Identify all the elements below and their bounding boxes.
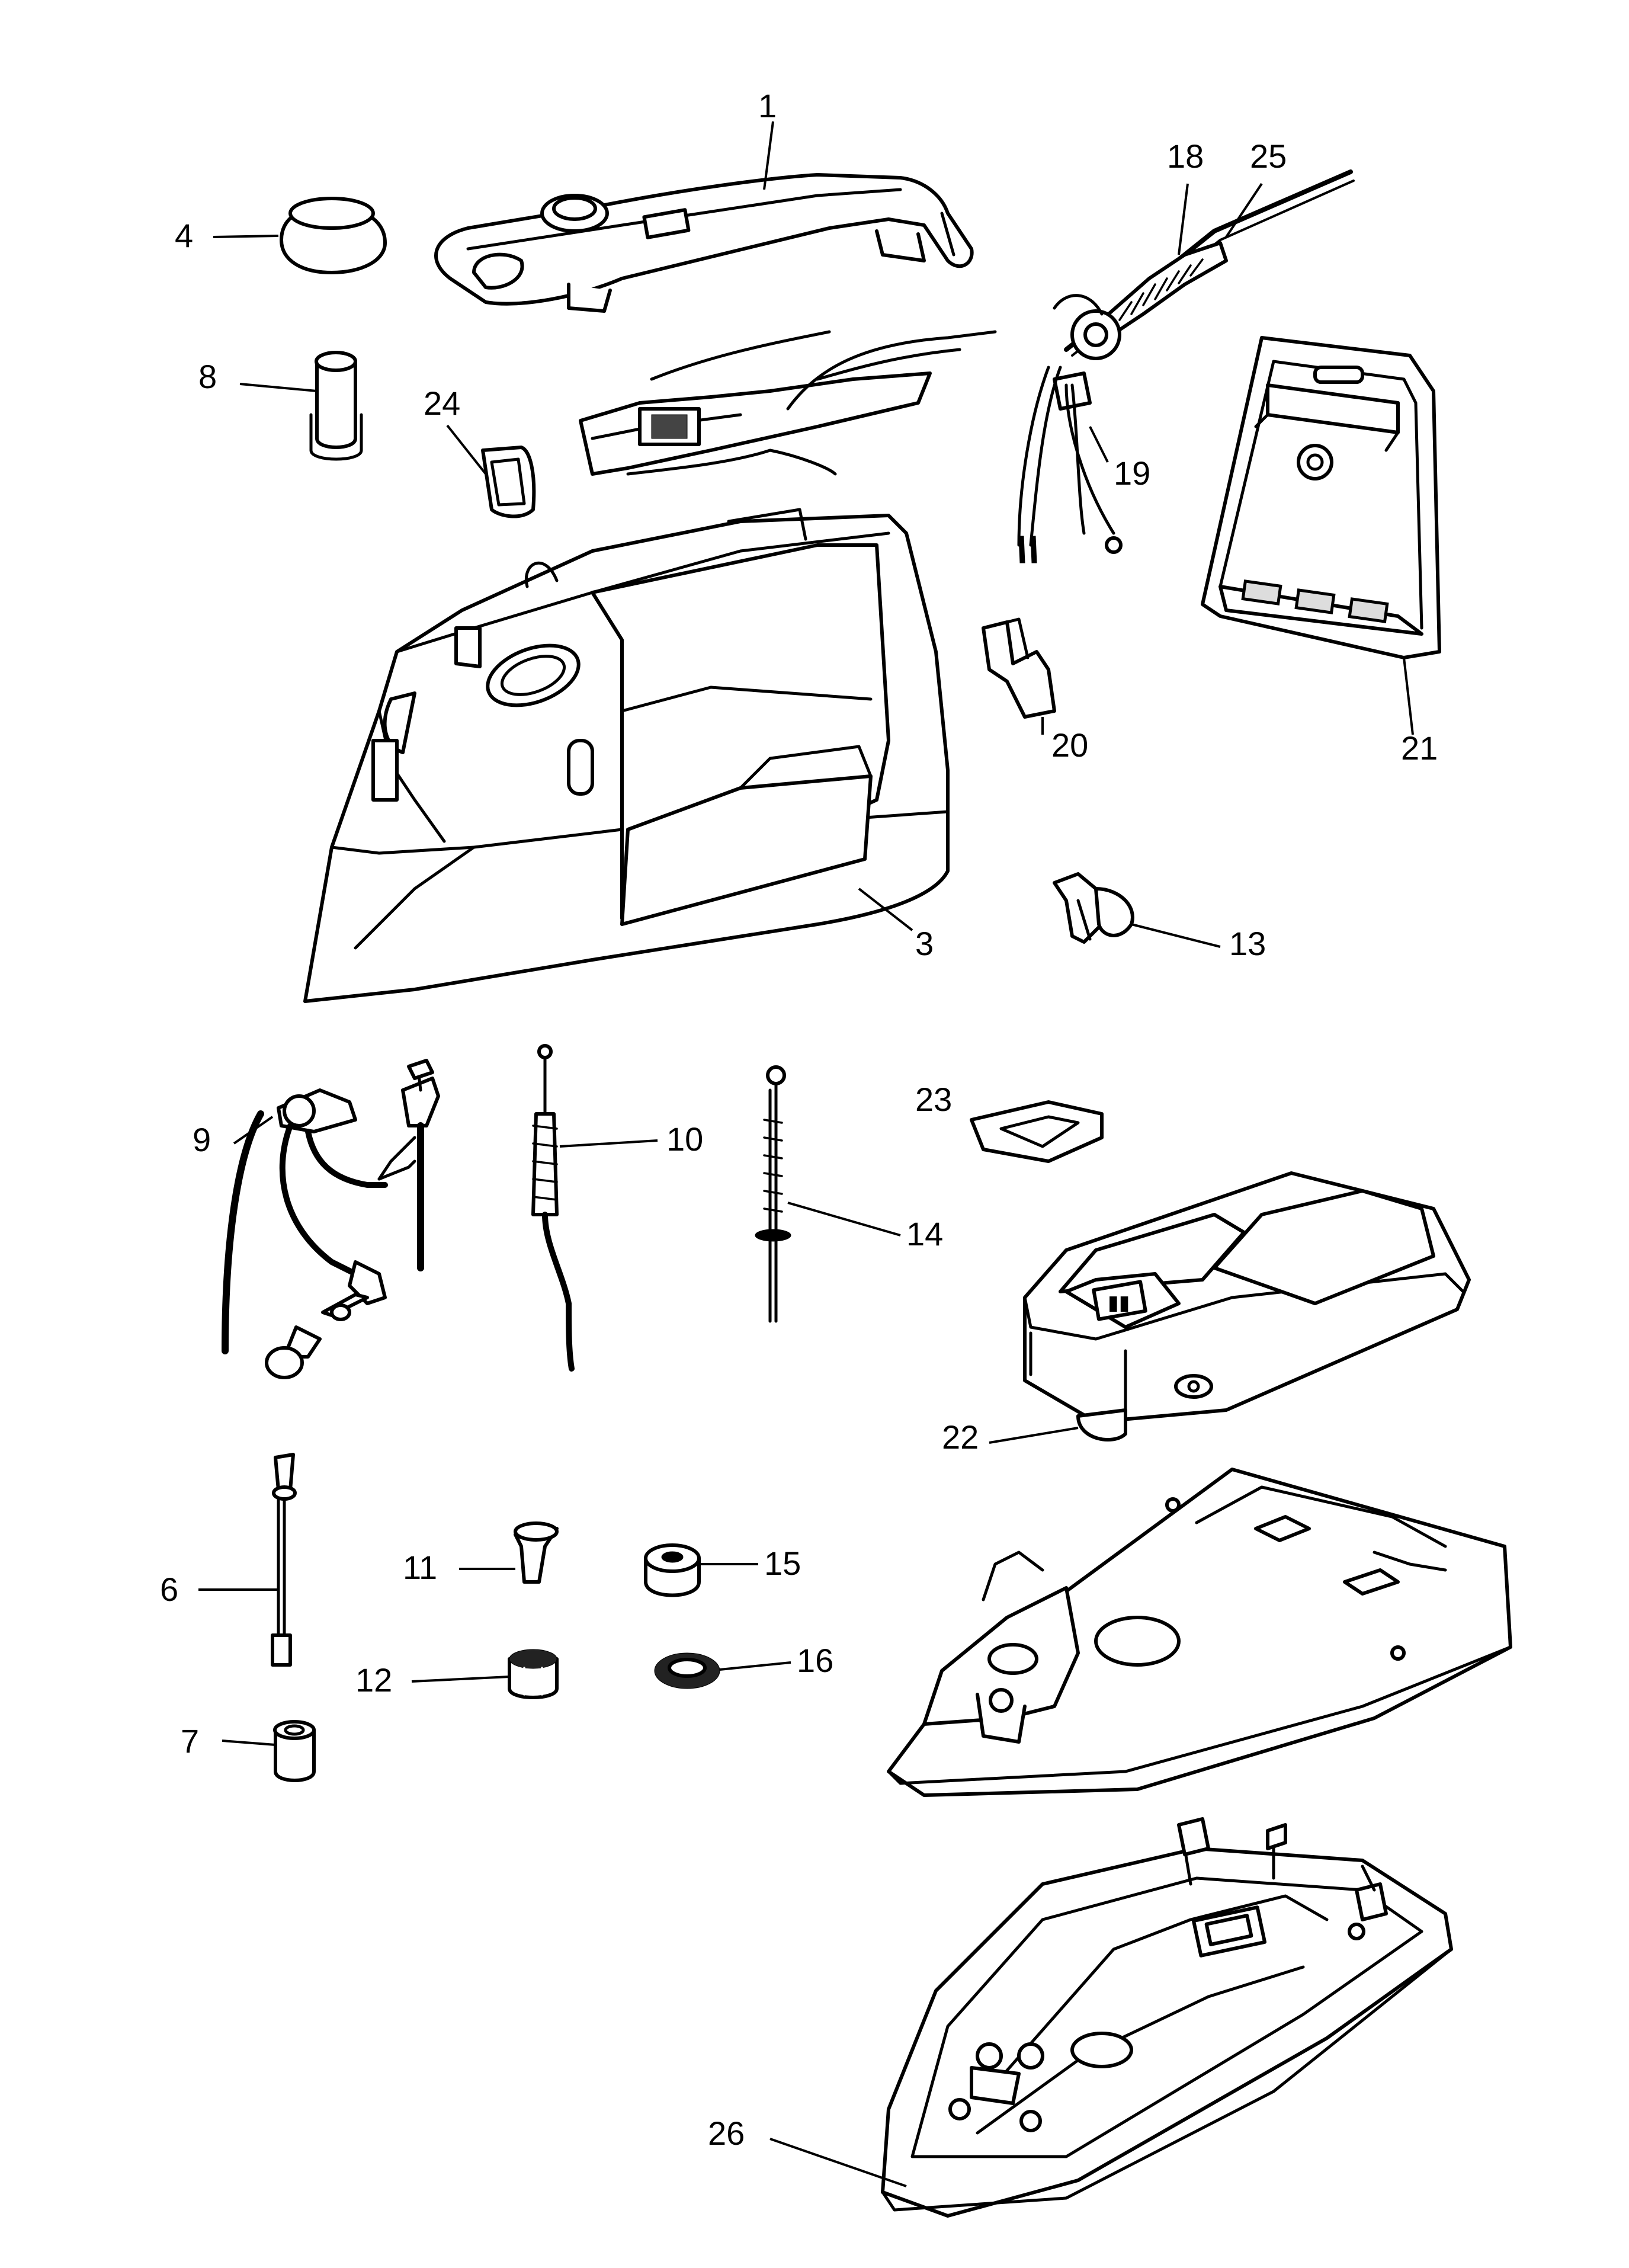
label-13: 13 xyxy=(1229,925,1266,962)
leader-24 xyxy=(446,424,487,475)
leader-22 xyxy=(989,1427,1079,1444)
label-9: 9 xyxy=(193,1121,211,1158)
leader-3 xyxy=(858,888,913,931)
part-3-housing xyxy=(303,508,950,1003)
part-21-heel-rest xyxy=(1201,336,1441,659)
soleplate-cover xyxy=(887,1468,1512,1797)
label-20: 20 xyxy=(1051,726,1088,764)
part-labels: 1 3 4 6 7 8 9 10 11 12 13 14 15 16 18 19… xyxy=(160,87,1438,2152)
leader-9 xyxy=(233,1116,274,1145)
label-4: 4 xyxy=(175,217,193,254)
part-13-lever xyxy=(1053,872,1134,944)
label-23: 23 xyxy=(915,1081,952,1118)
leader-lines xyxy=(198,121,1414,2187)
leader-25 xyxy=(1225,182,1263,238)
part-9-thermostat-wires xyxy=(222,1059,440,1379)
part-14-valve-stem xyxy=(755,1065,791,1323)
part-11-nozzle xyxy=(514,1521,559,1584)
label-14: 14 xyxy=(906,1215,943,1252)
part-1-handle-cover xyxy=(434,173,974,313)
label-11: 11 xyxy=(403,1549,437,1586)
label-7: 7 xyxy=(181,1722,199,1760)
label-24: 24 xyxy=(424,385,460,422)
leader-12 xyxy=(411,1676,510,1683)
part-23-seal xyxy=(970,1100,1104,1163)
part-7-cylinder xyxy=(273,1720,316,1782)
part-12-knob xyxy=(508,1649,559,1699)
leader-7 xyxy=(222,1740,276,1746)
label-26: 26 xyxy=(708,2115,745,2152)
label-16: 16 xyxy=(797,1642,833,1679)
label-6: 6 xyxy=(160,1571,178,1608)
part-24-gasket xyxy=(481,446,536,518)
leader-21 xyxy=(1403,657,1414,735)
control-assembly xyxy=(579,330,997,476)
label-1: 1 xyxy=(758,87,777,124)
part-10-rod xyxy=(531,1044,575,1372)
label-22: 22 xyxy=(942,1418,979,1456)
label-19: 19 xyxy=(1114,454,1150,492)
label-10: 10 xyxy=(666,1120,703,1158)
part-15-bushing xyxy=(644,1543,701,1597)
leader-10 xyxy=(559,1139,658,1148)
label-25: 25 xyxy=(1250,137,1287,175)
label-3: 3 xyxy=(915,925,934,962)
label-12: 12 xyxy=(355,1661,392,1699)
part-18-25-cord xyxy=(1017,169,1355,563)
leader-13 xyxy=(1131,923,1221,948)
leader-1 xyxy=(763,121,774,190)
leader-4 xyxy=(213,235,279,238)
part-6-rod xyxy=(271,1453,297,1667)
leader-16 xyxy=(719,1661,791,1671)
leader-18 xyxy=(1178,183,1189,255)
part-26-soleplate xyxy=(881,1817,1453,2218)
part-8-button xyxy=(309,351,363,461)
part-16-ring xyxy=(654,1652,720,1689)
label-21: 21 xyxy=(1401,729,1438,767)
label-8: 8 xyxy=(198,358,217,395)
leader-19 xyxy=(1089,426,1109,463)
label-15: 15 xyxy=(764,1545,801,1582)
part-20-clip xyxy=(982,617,1056,719)
part-22-tank: ▮▮ xyxy=(1023,1171,1471,1441)
label-18: 18 xyxy=(1167,137,1204,175)
leader-14 xyxy=(787,1202,901,1236)
leader-26 xyxy=(769,2138,907,2187)
part-4-cap xyxy=(280,197,387,274)
tank-graphic-mark: ▮▮ xyxy=(1108,1292,1130,1314)
leader-8 xyxy=(239,383,318,392)
